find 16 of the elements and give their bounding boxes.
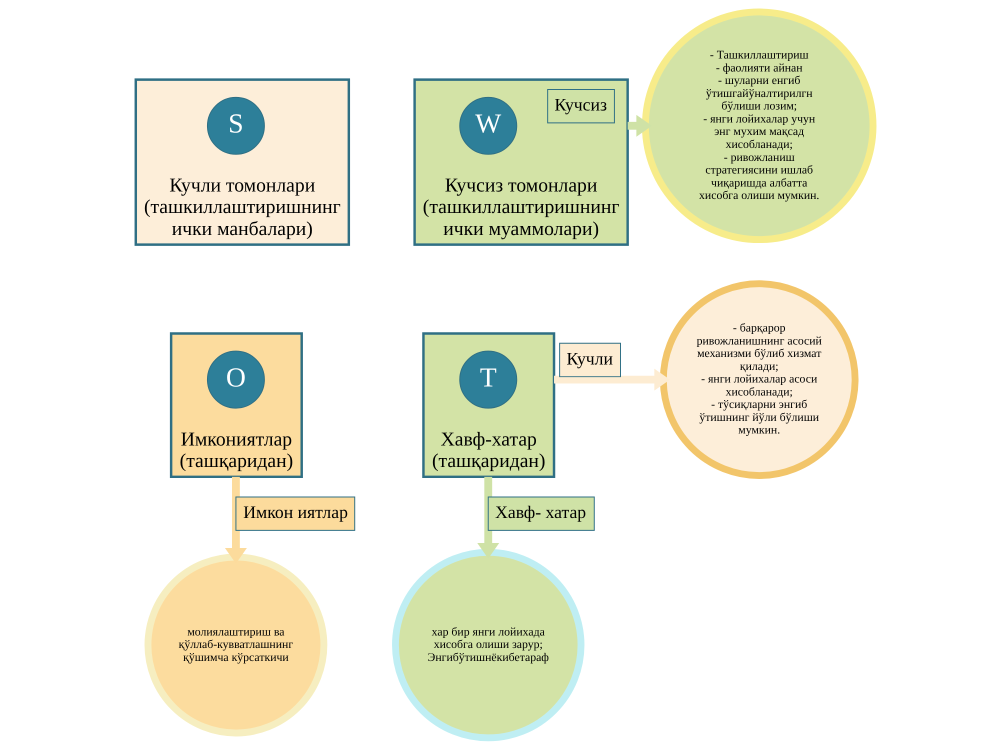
- node-circle: T: [458, 350, 517, 409]
- node-circle: O: [206, 350, 264, 409]
- arrow: [224, 476, 246, 564]
- edge-label: Имкон иятлар: [242, 502, 348, 522]
- node-circle: - барқарор ривожланишнинг асосий механизми бўлиб хизмат қилади; - янги лойихалар асоси хисобланади; - тўсиқларни энгиб ўтишнинг йўли бўлиши мумкин.: [659, 280, 858, 479]
- arrow: [476, 476, 499, 559]
- node-circle: S: [206, 96, 264, 155]
- edge-label: Кучли: [566, 348, 612, 368]
- node-circle: W: [458, 96, 517, 155]
- arrow: [554, 368, 670, 391]
- edge-label: Кучсиз: [554, 94, 606, 114]
- node-circle: - Ташкиллаштириш - фаолияти айнан - шуларни енгиб ўтишгайўналтирилгн бўлиши лозим; - янги лойихалар учун энг мухим мақсад хисобланади; - ривожланиш стратегиясини ишлаб чиқаришда албатта хисобга олиши мумкин.: [641, 8, 876, 244]
- arrow: [627, 114, 652, 137]
- node-circle: хар бир янги лойихада хисобга олиши зарур; Энгибўтишнёкибетараф: [392, 548, 584, 742]
- edge-label: Хавф- хатар: [494, 502, 586, 522]
- node-circle: молиялаштириш ва қўллаб-кувватлашнинг қўшимча кўрсаткичи: [144, 554, 327, 736]
